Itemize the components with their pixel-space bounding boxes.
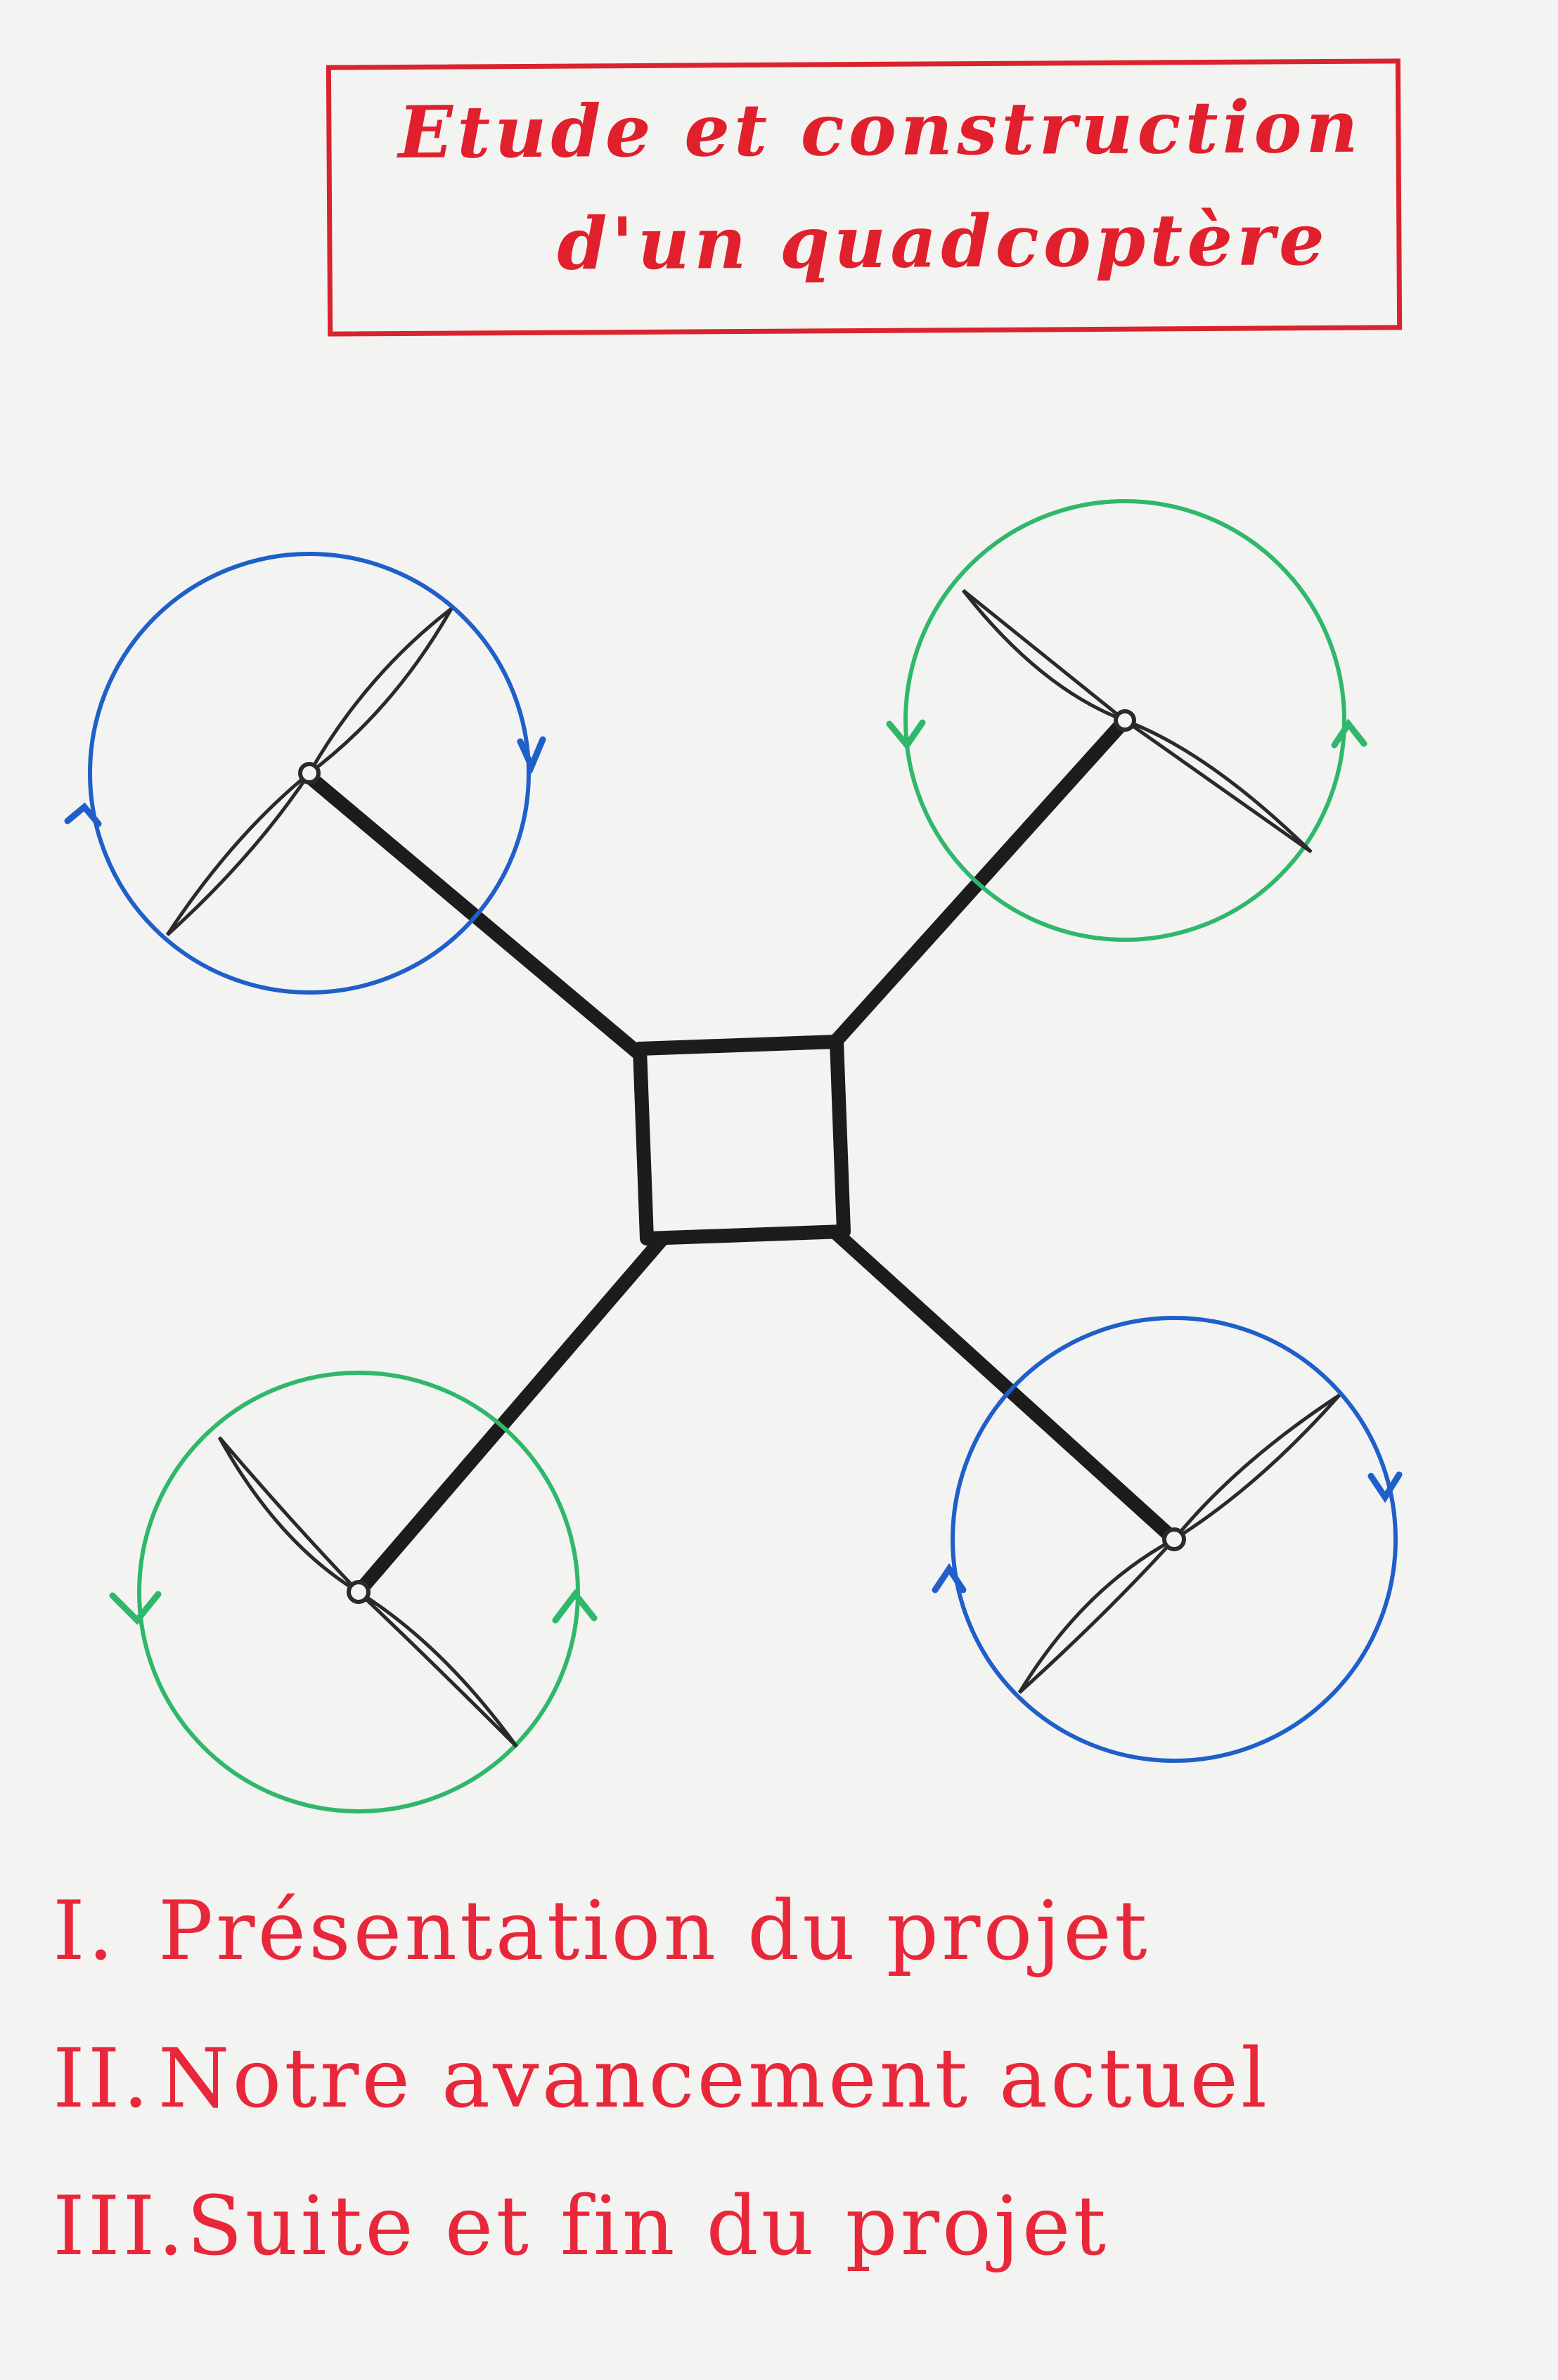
- propeller-top-right: [962, 589, 1313, 854]
- arm-bottom-right: [830, 1227, 1181, 1546]
- propeller-top-left: [165, 607, 453, 936]
- agenda-item-number: II.: [53, 2031, 152, 2126]
- agenda-item-number: I.: [53, 1884, 117, 1979]
- arrow-icon: [552, 1589, 598, 1624]
- motor-hub-top-left: [298, 762, 321, 784]
- rotor-circle-top-left: [88, 552, 531, 995]
- arrow-icon: [932, 1563, 967, 1593]
- center-body: [633, 1035, 851, 1246]
- arrow-icon: [64, 802, 102, 827]
- arrow-icon: [1367, 1471, 1403, 1503]
- arm-bottom-left: [352, 1234, 668, 1599]
- motor-hub-bottom-left: [347, 1580, 371, 1604]
- arrow-icon: [109, 1591, 162, 1625]
- agenda-item-text: Notre avancement actuel: [158, 2031, 1270, 2126]
- propeller-bottom-right: [1017, 1393, 1341, 1694]
- arrow-icon: [517, 736, 546, 775]
- rotor-top-left: [64, 552, 546, 995]
- rotor-circle-top-right: [903, 499, 1346, 942]
- rotor-top-right: [886, 499, 1367, 942]
- agenda-item: II.Notre avancement actuel: [53, 2031, 1270, 2126]
- rotor-bottom-left: [109, 1371, 598, 1813]
- rotor-circle-bottom-left: [137, 1371, 580, 1813]
- motor-hub-top-right: [1114, 709, 1136, 732]
- agenda-item: III.Suite et fin du projet: [53, 2179, 1109, 2274]
- agenda-item-number: III.: [53, 2179, 187, 2274]
- arrow-icon: [886, 719, 926, 751]
- propeller-bottom-left: [217, 1436, 519, 1748]
- motor-hub-bottom-right: [1162, 1527, 1186, 1551]
- agenda-item-text: Suite et fin du projet: [186, 2179, 1109, 2274]
- rotor-circle-bottom-right: [951, 1316, 1398, 1763]
- rotor-bottom-right: [932, 1316, 1403, 1763]
- agenda-item: I. Présentation du projet: [53, 1884, 1150, 1979]
- arm-top-right: [830, 713, 1132, 1047]
- agenda-item-text: Présentation du projet: [158, 1884, 1150, 1979]
- arrow-icon: [1331, 718, 1367, 749]
